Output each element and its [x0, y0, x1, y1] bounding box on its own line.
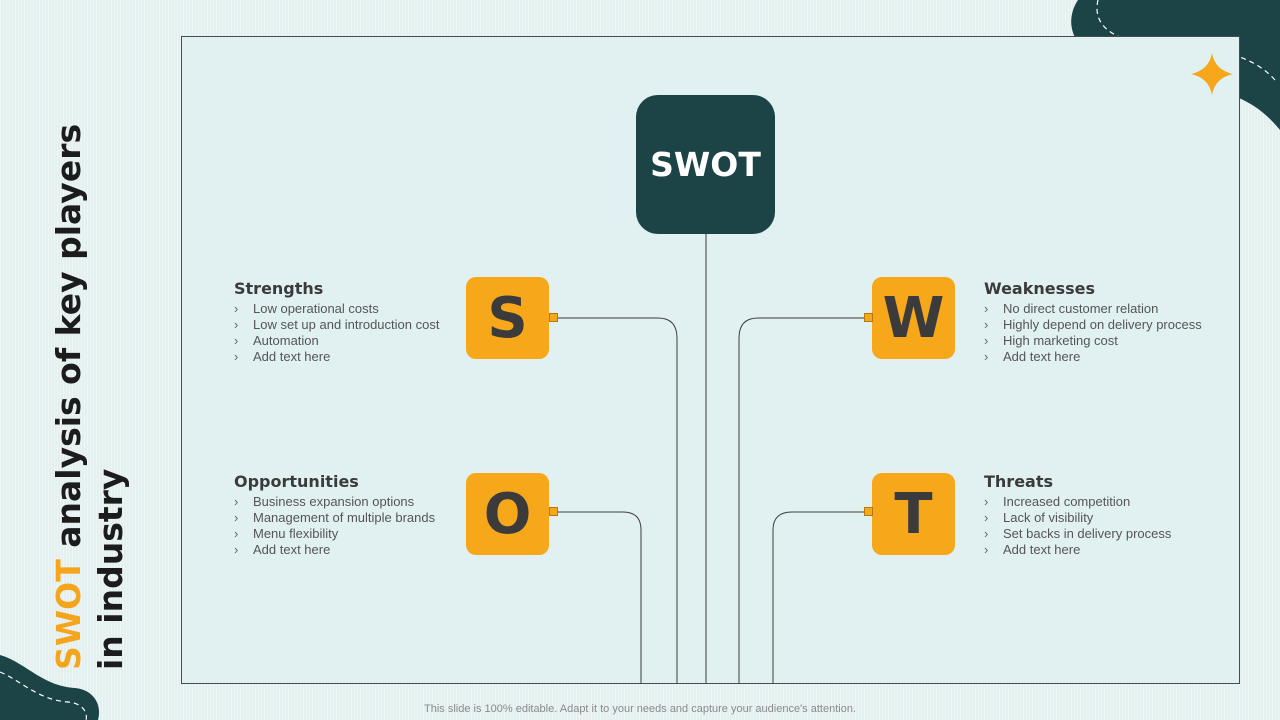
bottom-left-dashed-curve [0, 671, 87, 720]
list-item: Automation [234, 333, 494, 349]
list-item: Highly depend on delivery process [984, 317, 1244, 333]
strengths-section: Strengths Low operational costs Low set … [234, 279, 494, 365]
list-item: Lack of visibility [984, 510, 1244, 526]
list-item: Add text here [234, 542, 494, 558]
list-item: Business expansion options [234, 494, 494, 510]
t-connector-line [772, 511, 868, 684]
s-connector-dot [549, 313, 558, 322]
w-connector-dot [864, 313, 873, 322]
list-item: No direct customer relation [984, 301, 1244, 317]
threats-heading: Threats [984, 472, 1054, 491]
strengths-list: Low operational costs Low set up and int… [234, 301, 494, 365]
list-item: Low operational costs [234, 301, 494, 317]
list-item: Management of multiple brands [234, 510, 494, 526]
footer-note: This slide is 100% editable. Adapt it to… [424, 703, 856, 715]
letter-w: W [882, 285, 945, 351]
letter-box-w: W [872, 277, 955, 359]
w-connector-line [738, 317, 868, 684]
weaknesses-list: No direct customer relation Highly depen… [984, 301, 1244, 365]
strengths-heading: Strengths [234, 279, 324, 298]
threats-section: Threats Increased competition Lack of vi… [984, 472, 1244, 558]
top-right-dashed-curve [1096, 0, 1276, 81]
list-item: Add text here [984, 542, 1244, 558]
list-item: Add text here [234, 349, 494, 365]
title-rest-line1: analysis of key players [49, 123, 88, 560]
weaknesses-section: Weaknesses No direct customer relation H… [984, 279, 1244, 365]
s-connector-line [557, 317, 678, 684]
swot-center-box: SWOT [636, 95, 775, 234]
letter-box-t: T [872, 473, 955, 555]
swot-center-label: SWOT [650, 145, 761, 184]
list-item: Add text here [984, 349, 1244, 365]
list-item: Low set up and introduction cost [234, 317, 494, 333]
letter-t: T [894, 481, 933, 547]
letter-s: S [487, 285, 528, 351]
list-item: Set backs in delivery process [984, 526, 1244, 542]
opportunities-heading: Opportunities [234, 472, 359, 491]
title-line2: in industry [91, 468, 130, 670]
bottom-left-blob [0, 655, 100, 720]
title-highlight: SWOT [49, 559, 88, 670]
list-item: Menu flexibility [234, 526, 494, 542]
opportunities-list: Business expansion options Management of… [234, 494, 494, 558]
threats-list: Increased competition Lack of visibility… [984, 494, 1244, 558]
o-connector-dot [549, 507, 558, 516]
slide-title: SWOT analysis of key players in industry [48, 40, 132, 670]
o-connector-line [557, 511, 642, 684]
list-item: Increased competition [984, 494, 1244, 510]
t-connector-dot [864, 507, 873, 516]
weaknesses-heading: Weaknesses [984, 279, 1096, 298]
list-item: High marketing cost [984, 333, 1244, 349]
opportunities-section: Opportunities Business expansion options… [234, 472, 494, 558]
